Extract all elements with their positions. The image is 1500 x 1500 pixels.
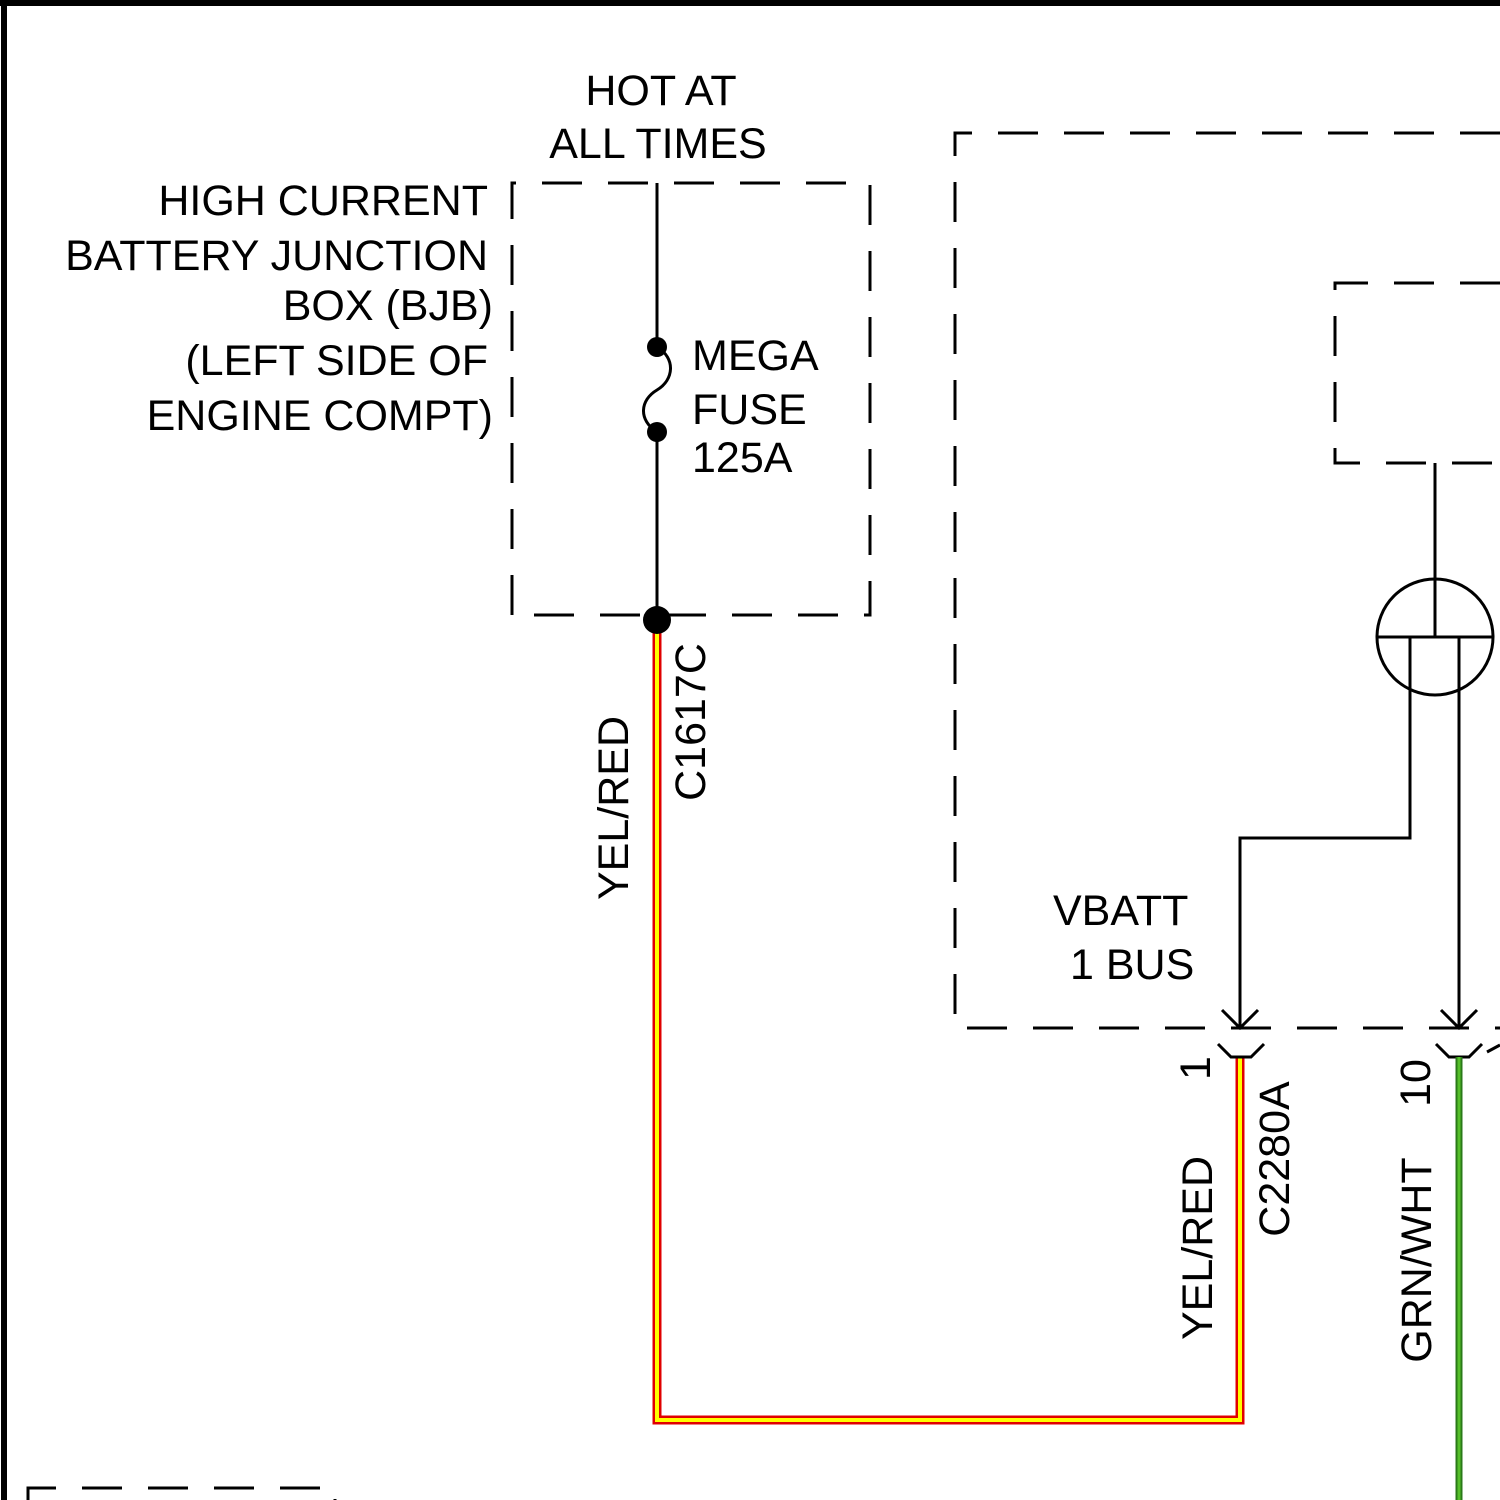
supply-label-line1: HOT AT [585, 67, 736, 115]
bjb-label-line1: HIGH CURRENT [158, 177, 488, 225]
internal-circuit-box [1335, 283, 1500, 463]
fuse-element-icon [643, 347, 670, 432]
lower-component-box [28, 1488, 335, 1500]
bus-line-pin1 [1240, 637, 1410, 1028]
fuse-label-line3: 125A [692, 434, 793, 482]
fuse-terminal-top [647, 337, 667, 357]
pin1-connector-label: C2280A [1251, 1081, 1299, 1237]
yel-red-wire-border [657, 620, 1240, 1420]
pin10-number: 10 [1392, 1059, 1440, 1107]
pin1-connector-icon [1218, 1044, 1264, 1057]
fuse-label-line1: MEGA [692, 332, 819, 380]
feed-wire-color-label: YEL/RED [590, 716, 638, 900]
bus-label-line1: VBATT [1053, 887, 1188, 935]
pin10-wire-color-label: GRN/WHT [1393, 1157, 1441, 1362]
pin1-number: 1 [1172, 1056, 1220, 1080]
pin1-wire-color-label: YEL/RED [1174, 1156, 1222, 1340]
bjb-box [512, 183, 870, 615]
bjb-label-line3: BOX (BJB) [283, 282, 493, 330]
feed-connector-label: C1617C [667, 643, 715, 801]
supply-label-line2: ALL TIMES [549, 120, 766, 168]
yel-red-wire [657, 620, 1240, 1420]
next-pin-connector-icon [1487, 1045, 1500, 1052]
bjb-label-line4: (LEFT SIDE OF [185, 337, 488, 385]
fuse-label-line2: FUSE [692, 386, 807, 434]
pin10-connector-icon [1436, 1044, 1482, 1057]
connector-c1617c-terminal [643, 606, 671, 634]
bjb-label-line5: ENGINE COMPT) [147, 392, 493, 440]
bus-label-line2: 1 BUS [1070, 941, 1194, 989]
bjb-label-line2: BATTERY JUNCTION [65, 232, 488, 280]
